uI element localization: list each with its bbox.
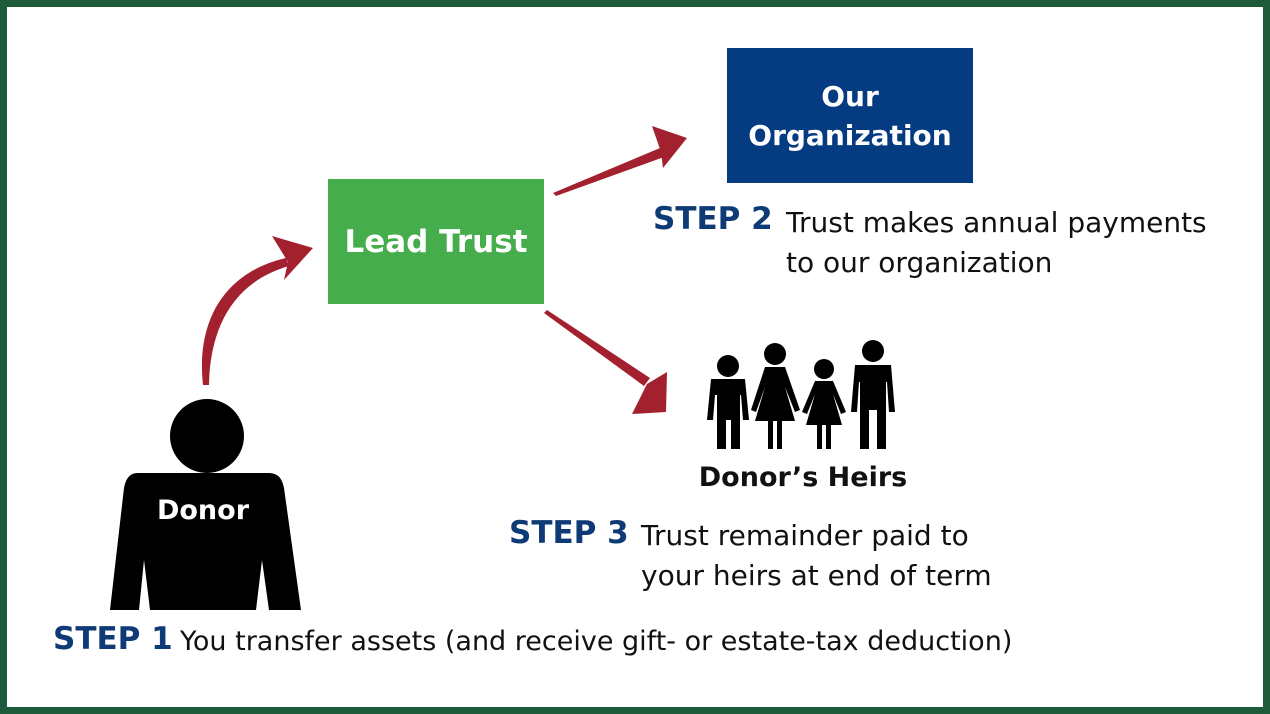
lead-trust-label: Lead Trust	[344, 223, 528, 260]
step-2-number: STEP 2	[653, 201, 773, 237]
donor-label: Donor	[156, 495, 250, 526]
lead-trust-box: Lead Trust	[328, 179, 544, 304]
family-icon	[707, 340, 895, 449]
arrow-donor-to-trust	[201, 236, 313, 385]
arrow-trust-to-heirs	[544, 310, 667, 414]
step-2-text: Trust makes annual payments to our organ…	[786, 206, 1207, 279]
step-1-number: STEP 1	[53, 621, 173, 657]
step-1-text: You transfer assets (and receive gift- o…	[180, 626, 1013, 657]
arrow-trust-to-organization	[553, 126, 687, 196]
organization-label: Our Organization	[748, 79, 952, 152]
step-3-text: Trust remainder paid to your heirs at en…	[641, 519, 992, 592]
organization-box: Our Organization	[727, 48, 973, 183]
step-3-number: STEP 3	[509, 515, 629, 551]
donor-icon	[110, 399, 301, 610]
heirs-label: Donor’s Heirs	[698, 462, 908, 493]
